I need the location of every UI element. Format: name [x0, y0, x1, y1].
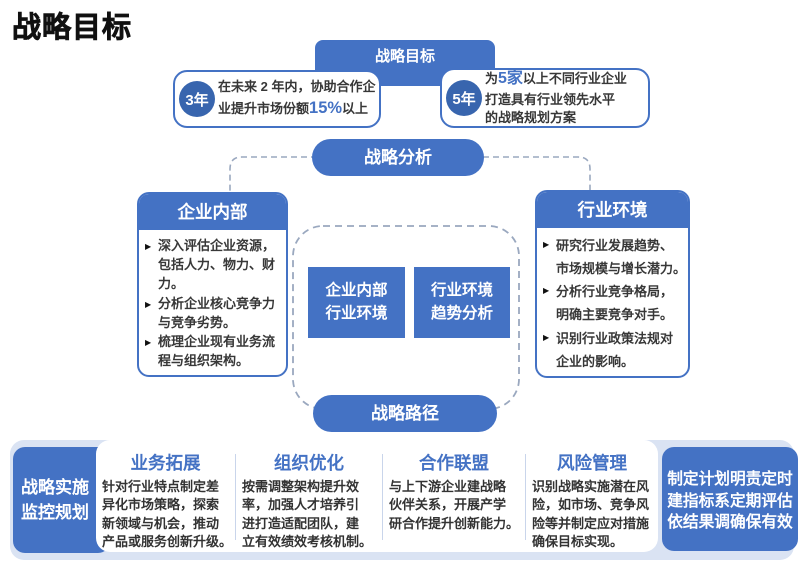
path-node: 战略路径	[313, 395, 497, 432]
badge-5yr: 5年	[446, 80, 482, 116]
column-risk-management: 风险管理 识别战略实施潜在风 险，如市场、竞争风 险等并制定应对措施 确保目标实…	[532, 453, 650, 550]
list-item: ▶分析企业核心竞争力 与竞争劣势。	[145, 294, 286, 332]
page-title: 战略目标	[12, 12, 133, 45]
industry-panel-title: 行业环境	[537, 192, 688, 228]
badge-3yr: 3年	[179, 81, 215, 117]
industry-panel: 行业环境 ▶研究行业发展趋势、 市场规模与增长潜力。 ▶分析行业竞争格局， 明确…	[535, 190, 690, 378]
highlight-15pct: 15%	[309, 99, 343, 118]
goal-callout-3yr: 3年 在未来 2 年内，协助合作企 业提升市场份额15%以上	[173, 70, 381, 128]
bottom-left-label: 战略实施 监控规划	[13, 447, 110, 553]
list-item: ▶识别行业政策法规对 企业的影响。	[543, 327, 688, 373]
list-item: ▶研究行业发展趋势、 市场规模与增长潜力。	[543, 234, 688, 280]
internal-panel-title: 企业内部	[139, 194, 286, 230]
column-divider	[382, 454, 383, 540]
triangle-bullet-icon: ▶	[145, 338, 152, 348]
strategy-columns-panel: 业务拓展 针对行业特点制定差 异化市场策略，探索 新领域与机会，推动 产品或服务…	[96, 440, 658, 552]
column-alliance: 合作联盟 与上下游企业建战略 伙伴关系，开展产学 研合作提升创新能力。	[389, 453, 520, 531]
connector-analysis-to-industry	[483, 156, 591, 190]
goal-node-label: 战略目标	[374, 48, 435, 65]
column-business-expansion: 业务拓展 针对行业特点制定差 异化市场策略，探索 新领域与机会，推动 产品或服务…	[102, 453, 233, 550]
center-box-internal-env: 企业内部 行业环境	[308, 267, 405, 338]
triangle-bullet-icon: ▶	[145, 299, 152, 309]
list-item: ▶分析行业竞争格局， 明确主要竞争对手。	[543, 280, 688, 326]
analysis-node: 战略分析	[312, 139, 484, 176]
column-divider	[525, 454, 526, 540]
internal-panel-body: ▶深入评估企业资源， 包括人力、物力、财 力。 ▶分析企业核心竞争力 与竞争劣势…	[139, 230, 286, 371]
highlight-5companies: 5家	[498, 69, 523, 87]
bottom-right-label: 制定计划明责定时 建指标系定期评估 依结果调确保有效	[662, 447, 798, 551]
triangle-bullet-icon: ▶	[145, 242, 152, 251]
list-item: ▶梳理企业现有业务流 程与组织架构。	[145, 332, 286, 370]
column-divider	[235, 454, 236, 540]
internal-panel: 企业内部 ▶深入评估企业资源， 包括人力、物力、财 力。 ▶分析企业核心竞争力 …	[137, 192, 288, 377]
triangle-bullet-icon: ▶	[543, 240, 550, 249]
triangle-bullet-icon: ▶	[543, 332, 550, 342]
triangle-bullet-icon: ▶	[543, 286, 550, 296]
goal-callout-5yr-text: 为5家以上不同行业企业 打造具有行业领先水平 的战略规划方案	[485, 69, 627, 126]
connector-analysis-to-internal	[229, 156, 317, 192]
goal-callout-3yr-text: 在未来 2 年内，协助合作企 业提升市场份额15%以上	[218, 78, 376, 118]
list-item: ▶深入评估企业资源， 包括人力、物力、财 力。	[145, 236, 286, 294]
column-org-optimization: 组织优化 按需调整架构提升效 率，加强人才培养引 进打造适配团队，建 立有效绩效…	[242, 453, 373, 550]
goal-callout-5yr: 5年 为5家以上不同行业企业 打造具有行业领先水平 的战略规划方案	[440, 68, 650, 128]
industry-panel-body: ▶研究行业发展趋势、 市场规模与增长潜力。 ▶分析行业竞争格局， 明确主要竞争对…	[537, 228, 688, 373]
center-box-trend-analysis: 行业环境 趋势分析	[414, 267, 510, 338]
